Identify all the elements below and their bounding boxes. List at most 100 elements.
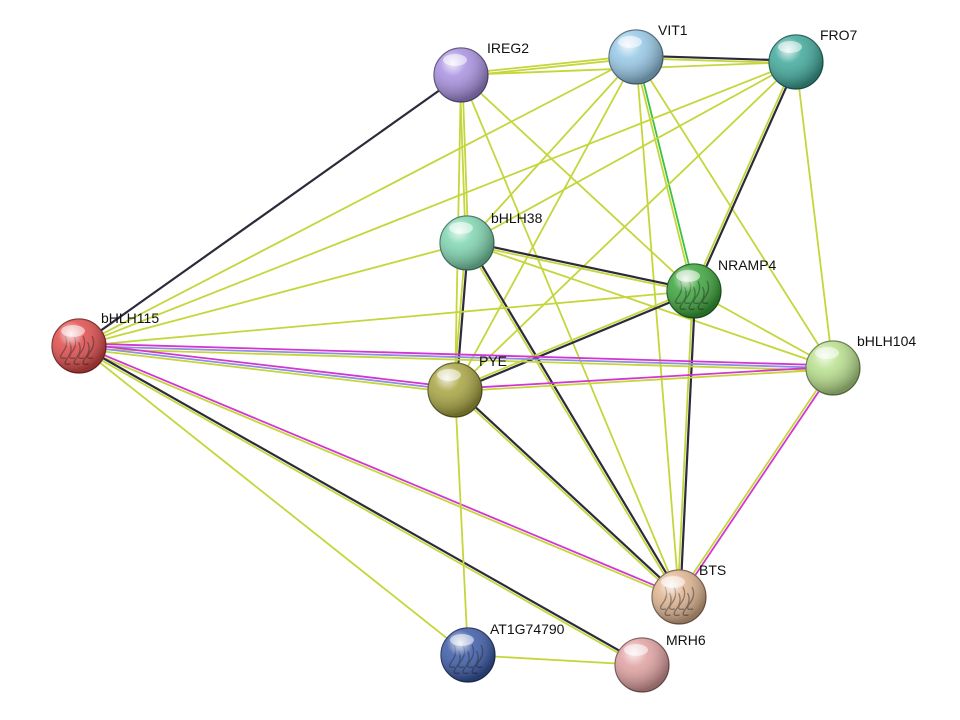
edge-PYE-bHLH104[interactable] <box>454 365 834 393</box>
edge-line-coexpression <box>454 291 696 393</box>
edge-bHLH38-NRAMP4[interactable] <box>465 240 696 294</box>
edge-line-experiments <box>679 367 835 599</box>
edge-line-textmining <box>464 242 679 599</box>
node-highlight <box>624 644 648 656</box>
node-highlight <box>661 576 685 588</box>
edge-bHLH115-BTS[interactable] <box>77 343 681 600</box>
node-highlight <box>618 36 642 48</box>
node-highlight <box>449 222 473 234</box>
edge-PYE-BTS[interactable] <box>453 387 681 599</box>
edge-line-coexpression <box>466 240 696 291</box>
edge-VIT1-NRAMP4[interactable] <box>633 55 697 293</box>
edge-FRO7-NRAMP4[interactable] <box>691 60 799 293</box>
node-label: IREG2 <box>487 40 529 56</box>
edge-line-textmining <box>465 243 695 294</box>
edge-bHLH38-bHLH104[interactable] <box>466 242 834 369</box>
edge-line-textmining <box>677 366 833 598</box>
node-at1g74790[interactable]: AT1G74790 <box>440 621 565 683</box>
edge-bHLH115-PYE[interactable] <box>77 342 457 394</box>
edge-line-textmining <box>676 290 694 598</box>
edge-FRO7-bHLH104[interactable] <box>795 61 834 369</box>
edge-line-experiments <box>78 342 457 389</box>
node-highlight <box>815 347 839 359</box>
node-label: bHLH38 <box>491 210 543 226</box>
edge-VIT1-bHLH104[interactable] <box>635 56 834 369</box>
edge-line-textmining <box>454 389 469 656</box>
edge-bHLH104-BTS[interactable] <box>677 366 835 599</box>
edge-line-textmining <box>78 56 637 347</box>
edge-line-textmining <box>466 61 797 244</box>
node-label: bHLH104 <box>857 333 916 349</box>
edge-line-coexpression <box>78 343 644 665</box>
node-vit1[interactable]: VIT1 <box>608 22 688 85</box>
edge-line-coexpression <box>694 61 799 293</box>
edge-PYE-AT1G74790[interactable] <box>454 389 469 656</box>
edge-line-textmining <box>77 347 456 394</box>
edge-line-textmining <box>78 242 468 347</box>
edge-line-textmining <box>78 345 469 656</box>
node-highlight <box>443 54 467 66</box>
node-label: VIT1 <box>658 22 688 38</box>
node-highlight <box>61 325 85 337</box>
node-nramp4[interactable]: NRAMP4 <box>666 257 777 319</box>
edge-IREG2-bHLH115[interactable] <box>77 73 463 348</box>
edge-VIT1-PYE[interactable] <box>454 56 637 391</box>
node-label: BTS <box>699 562 726 578</box>
node-label: NRAMP4 <box>718 257 777 273</box>
edge-NRAMP4-bHLH115[interactable] <box>78 290 695 347</box>
edge-bHLH38-BTS[interactable] <box>464 241 682 599</box>
edge-line-textmining <box>466 242 834 369</box>
edge-line-textmining <box>459 54 637 75</box>
edge-FRO7-bHLH115[interactable] <box>78 61 797 347</box>
node-bts[interactable]: BTS <box>651 562 726 625</box>
edge-line-databases <box>78 345 834 369</box>
edge-line-textmining <box>635 56 834 369</box>
edge-line-textmining <box>633 56 694 293</box>
node-highlight <box>778 41 802 53</box>
edge-line-databases <box>78 345 456 391</box>
edge-bHLH115-MRH6[interactable] <box>77 343 644 668</box>
edge-line-textmining <box>460 74 680 598</box>
edge-line-textmining <box>454 61 797 391</box>
edge-line-textmining <box>454 368 834 393</box>
edge-bHLH38-bHLH115[interactable] <box>78 242 468 347</box>
edge-line-textmining <box>461 74 470 244</box>
node-fro7[interactable]: FRO7 <box>768 27 858 90</box>
edge-AT1G74790-MRH6[interactable] <box>467 654 643 666</box>
edge-line-textmining <box>77 346 680 600</box>
node-label: AT1G74790 <box>490 621 565 637</box>
node-mrh6[interactable]: MRH6 <box>614 632 706 693</box>
edge-line-textmining <box>77 346 643 668</box>
node-pye[interactable]: PYE <box>427 353 507 418</box>
node-ireg2[interactable]: IREG2 <box>433 40 529 103</box>
edge-VIT1-bHLH38[interactable] <box>466 56 637 244</box>
edge-line-textmining <box>78 61 797 347</box>
node-bhlh38[interactable]: bHLH38 <box>439 210 543 271</box>
node-label: MRH6 <box>666 632 706 648</box>
node-bhlh104[interactable]: bHLH104 <box>805 333 916 396</box>
node-label: FRO7 <box>820 27 858 43</box>
edge-NRAMP4-BTS[interactable] <box>676 289 697 599</box>
edge-line-textmining <box>78 347 834 372</box>
edge-NRAMP4-PYE[interactable] <box>453 288 696 393</box>
edge-line-textmining <box>453 288 695 390</box>
edge-bHLH115-bHLH104[interactable] <box>78 342 834 372</box>
edge-VIT1-bHLH115[interactable] <box>78 56 637 347</box>
node-bhlh115[interactable]: bHLH115 <box>51 310 159 374</box>
edge-line-textmining <box>78 290 695 347</box>
edge-line-experiments <box>78 342 834 367</box>
edge-line-coexpression <box>77 73 463 348</box>
edge-FRO7-bHLH38[interactable] <box>466 61 797 244</box>
node-highlight <box>437 369 461 381</box>
edge-line-coexpression <box>679 289 697 599</box>
edge-FRO7-PYE[interactable] <box>454 61 797 391</box>
node-label: PYE <box>479 353 507 369</box>
edge-line-textmining <box>454 56 637 391</box>
edge-IREG2-BTS[interactable] <box>460 74 680 598</box>
edge-bHLH115-AT1G74790[interactable] <box>78 345 469 656</box>
edge-line-textmining <box>466 56 637 244</box>
edge-line-textmining <box>691 60 796 292</box>
node-highlight <box>450 634 474 646</box>
